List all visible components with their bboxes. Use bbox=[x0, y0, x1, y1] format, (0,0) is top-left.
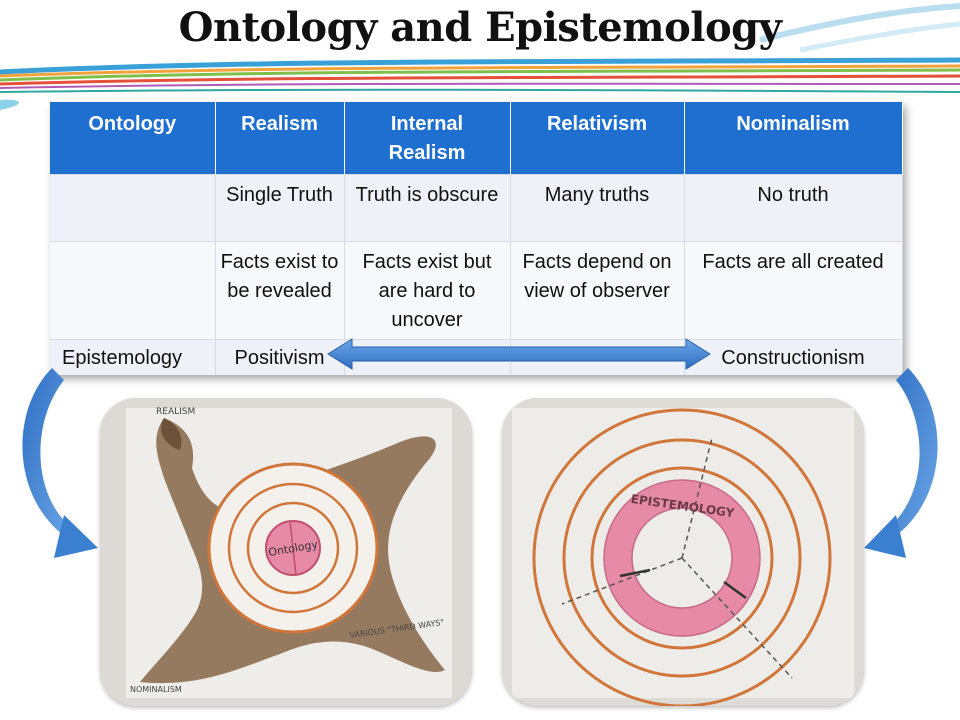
table-row: Facts exist to be revealed Facts exist b… bbox=[50, 241, 903, 340]
constructionism-cell: Constructionism bbox=[684, 339, 903, 375]
table-cell: Facts exist to be revealed bbox=[215, 241, 345, 340]
ontology-drawing-photo: Ontology REALISM VARIOUS "THIRD WAYS" NO… bbox=[100, 398, 472, 706]
positivism-cell: Positivism bbox=[215, 339, 345, 375]
header-internal-realism: Internal Realism bbox=[344, 102, 511, 175]
label-realism: REALISM bbox=[156, 407, 195, 417]
epistemology-label: Epistemology bbox=[50, 339, 216, 375]
table-cell: Many truths bbox=[510, 174, 685, 242]
table-cell: Single Truth bbox=[215, 174, 345, 242]
header-decoration bbox=[0, 3, 960, 110]
table-cell: No truth bbox=[684, 174, 903, 242]
side-arrows bbox=[22, 368, 938, 558]
double-headed-arrow-icon bbox=[327, 338, 711, 370]
header-ontology: Ontology bbox=[50, 102, 216, 175]
header-relativism: Relativism bbox=[510, 102, 685, 175]
label-nominalism: NOMINALISM bbox=[130, 685, 182, 694]
curved-arrow-left-icon bbox=[22, 368, 98, 558]
table-cell: Facts depend on view of observer bbox=[510, 241, 685, 340]
table-header-row: Ontology Realism Internal Realism Relati… bbox=[50, 102, 903, 175]
header-nominalism: Nominalism bbox=[684, 102, 903, 175]
header-realism: Realism bbox=[215, 102, 345, 175]
slide-title: Ontology and Epistemology bbox=[178, 4, 782, 51]
table-cell bbox=[50, 241, 216, 340]
table-cell: Facts exist but are hard to uncover bbox=[344, 241, 511, 340]
table-cell: Truth is obscure bbox=[344, 174, 511, 242]
table-cell bbox=[50, 174, 216, 242]
ontology-drawing: Ontology REALISM VARIOUS "THIRD WAYS" NO… bbox=[100, 398, 472, 706]
epistemology-drawing-photo: EPISTEMOLOGY bbox=[502, 398, 864, 706]
ontology-epistemology-table: Ontology Realism Internal Realism Relati… bbox=[50, 102, 903, 375]
table-cell: Facts are all created bbox=[684, 241, 903, 340]
epistemology-drawing: EPISTEMOLOGY bbox=[502, 398, 864, 706]
curved-arrow-right-icon bbox=[864, 368, 938, 558]
table-row: Single Truth Truth is obscure Many truth… bbox=[50, 174, 903, 242]
